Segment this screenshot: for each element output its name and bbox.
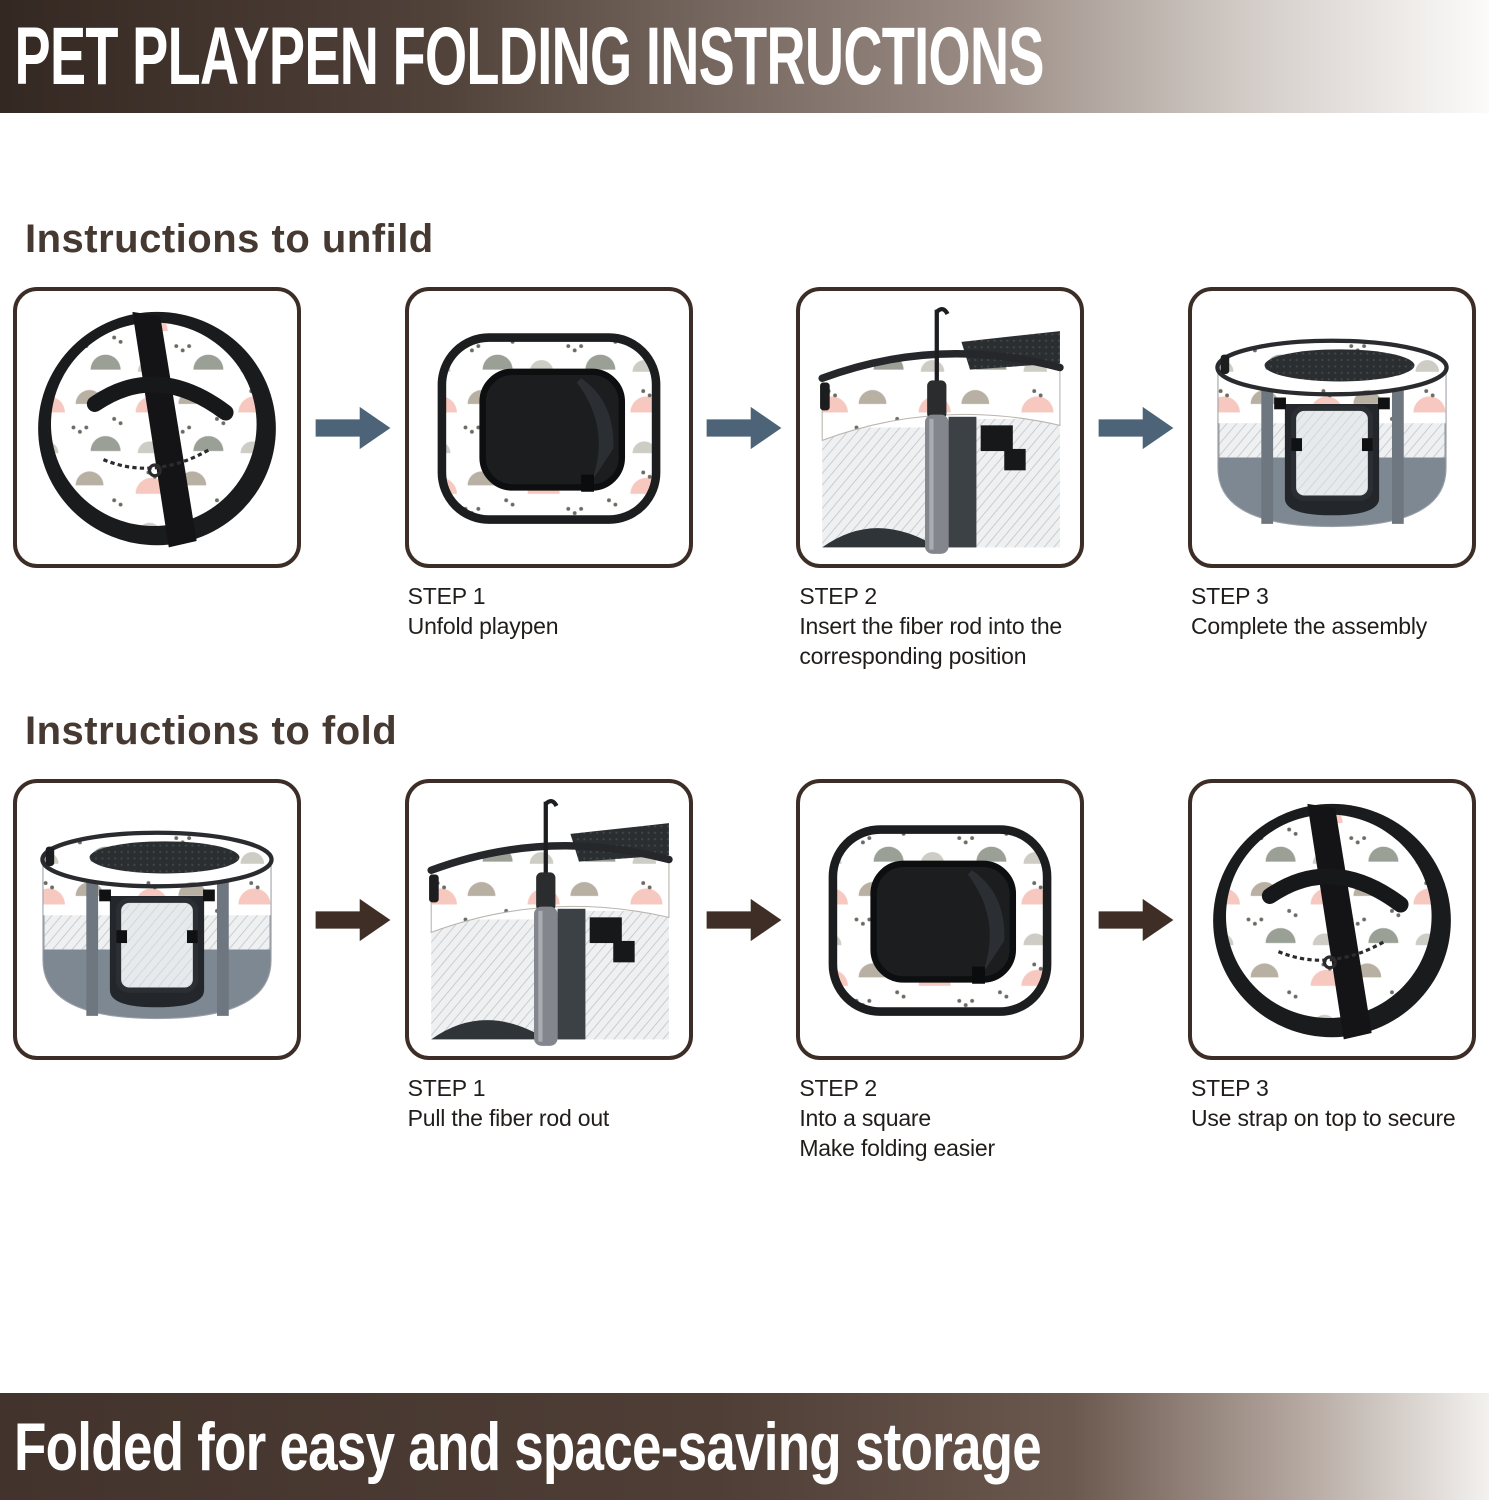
step-caption: STEP 1 Unfold playpen <box>405 581 718 641</box>
footer-title: Folded for easy and space-saving storage <box>14 1408 1042 1485</box>
flat-playpen-illustration <box>417 299 681 556</box>
step-text: Insert the fiber rod into the correspond… <box>799 613 1062 669</box>
step-label: STEP 2 <box>799 583 877 609</box>
step-caption: STEP 2 Insert the fiber rod into the cor… <box>796 581 1109 671</box>
step-label: STEP 3 <box>1190 1075 1269 1101</box>
unfold-step-2: STEP 2 Insert the fiber rod into the cor… <box>796 287 1085 671</box>
step-caption: STEP 1 Pull the fiber rod out <box>405 1073 718 1133</box>
step-label: STEP 3 <box>1190 583 1269 609</box>
fiber-rod-illustration <box>417 791 681 1048</box>
step-text: Pull the fiber rod out <box>407 1105 610 1131</box>
step-caption: STEP 2 Into a square Make folding easier <box>796 1073 1109 1163</box>
unfold-step-start <box>13 287 301 568</box>
bottom-banner: Folded for easy and space-saving storage <box>0 1393 1489 1500</box>
fiber-rod-image <box>404 779 693 1060</box>
step-text: Unfold playpen <box>407 613 559 639</box>
right-arrow-icon <box>315 898 391 942</box>
step-text: Complete the assembly <box>1190 613 1428 639</box>
fold-step-1: STEP 1 Pull the fiber rod out <box>404 779 693 1133</box>
unfold-steps-row: STEP 1 Unfold playpen STEP 2 Insert the … <box>0 287 1489 671</box>
assembled-playpen-image <box>13 779 301 1060</box>
fold-steps-row: STEP 1 Pull the fiber rod out STEP 2 Int… <box>0 779 1489 1163</box>
section-fold: Instructions to fold STEP 1 Pull the fib… <box>0 707 1489 1163</box>
assembled-playpen-illustration <box>1200 299 1464 556</box>
flat-playpen-image <box>404 287 693 568</box>
fold-step-2: STEP 2 Into a square Make folding easier <box>796 779 1085 1163</box>
folded-bundle-image <box>13 287 301 568</box>
fold-step-3: STEP 3 Use strap on top to secure <box>1187 779 1476 1133</box>
unfold-step-1: STEP 1 Unfold playpen <box>404 287 693 641</box>
fold-step-start <box>13 779 301 1060</box>
right-arrow-icon <box>707 898 782 942</box>
unfold-step-3: STEP 3 Complete the assembly <box>1187 287 1476 641</box>
folded-bundle-illustration <box>1200 791 1464 1048</box>
top-banner: PET PLAYPEN FOLDING INSTRUCTIONS <box>0 0 1489 113</box>
step-caption: STEP 3 Complete the assembly <box>1188 581 1489 641</box>
step-caption: STEP 3 Use strap on top to secure <box>1188 1073 1489 1133</box>
step-label: STEP 2 <box>799 1075 877 1101</box>
right-arrow-icon <box>1098 406 1174 450</box>
folded-bundle-illustration <box>25 299 289 556</box>
right-arrow-icon <box>1098 898 1174 942</box>
step-text: Into a square Make folding easier <box>799 1105 995 1161</box>
right-arrow-icon <box>707 406 782 450</box>
section-fold-heading: Instructions to fold <box>25 709 398 753</box>
section-unfold-heading: Instructions to unfild <box>25 217 434 261</box>
fiber-rod-image <box>796 287 1085 568</box>
assembled-playpen-image <box>1187 287 1476 568</box>
flat-playpen-image <box>796 779 1085 1060</box>
step-label: STEP 1 <box>407 1075 486 1101</box>
right-arrow-icon <box>315 406 391 450</box>
section-unfold: Instructions to unfild STEP 1 Unfold pla… <box>0 215 1489 671</box>
step-text: Use strap on top to secure <box>1190 1105 1456 1131</box>
fiber-rod-illustration <box>808 299 1072 556</box>
step-label: STEP 1 <box>407 583 486 609</box>
page-title: PET PLAYPEN FOLDING INSTRUCTIONS <box>14 10 1045 102</box>
folded-bundle-image <box>1187 779 1476 1060</box>
flat-playpen-illustration <box>808 791 1072 1048</box>
assembled-playpen-illustration <box>25 791 289 1048</box>
